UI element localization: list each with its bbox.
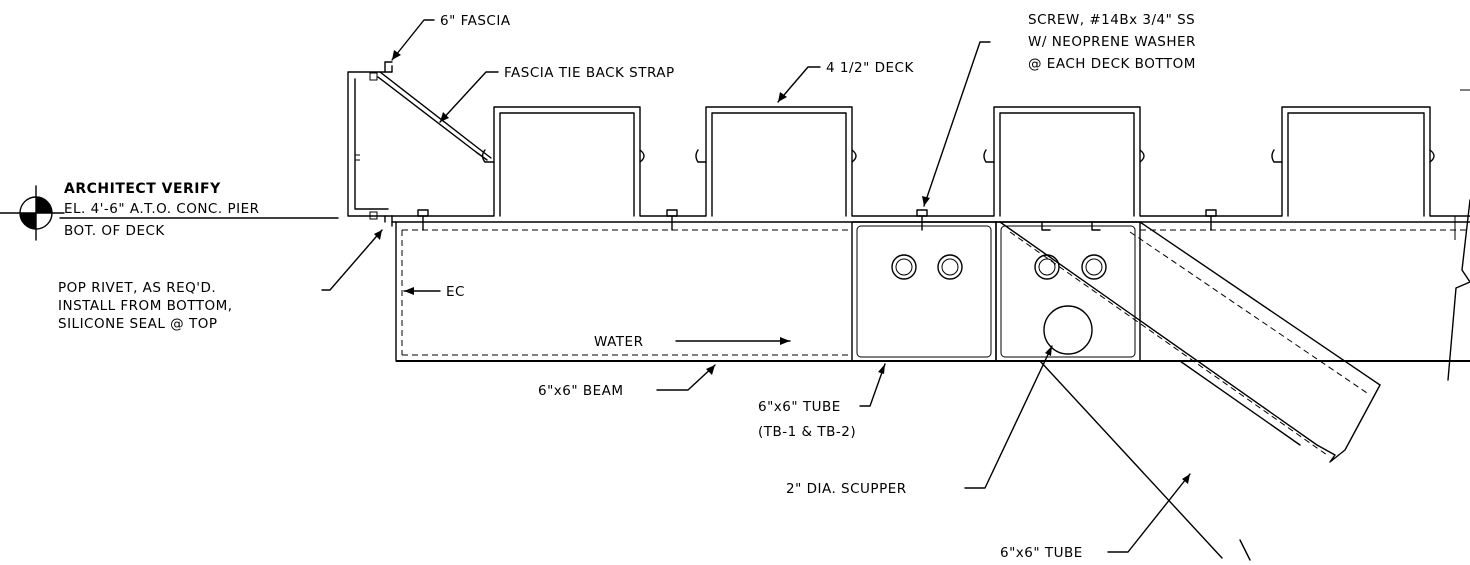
deck-screws: [417, 209, 1217, 231]
fascia-label: 6" FASCIA: [440, 13, 511, 29]
ec-label: EC: [446, 284, 465, 300]
architect-verify-label: ARCHITECT VERIFY: [64, 181, 221, 197]
diagonal-tube: [999, 221, 1381, 561]
beam-6x6: [395, 221, 1470, 362]
tube-tb1: [851, 221, 997, 362]
elevation-marker: [0, 185, 339, 241]
screw-label-line3: @ EACH DECK BOTTOM: [1028, 56, 1196, 72]
fascia-tie-back-strap: [379, 71, 492, 159]
fascia: [347, 61, 393, 227]
tube-tb2: [995, 221, 1141, 362]
screw-label-line1: SCREW, #14Bx 3/4" SS: [1028, 12, 1195, 28]
diagonal-tube-label: 6"x6" TUBE: [1000, 545, 1083, 561]
pop-rivet-label-line1: POP RIVET, AS REQ'D.: [58, 280, 216, 296]
pop-rivet-label-line2: INSTALL FROM BOTTOM,: [58, 298, 233, 314]
pop-rivet-label-line3: SILICONE SEAL @ TOP: [58, 316, 217, 332]
elevation-label: EL. 4'-6" A.T.O. CONC. PIER: [64, 201, 259, 217]
metal-deck: [391, 89, 1470, 240]
ec-leader: [403, 287, 441, 295]
leader-lines: [321, 19, 1191, 553]
deck-label: 4 1/2" DECK: [826, 60, 914, 76]
screw-label-line2: W/ NEOPRENE WASHER: [1028, 34, 1196, 50]
break-line: [1447, 199, 1470, 381]
scupper-hole: [1043, 305, 1093, 355]
tube-label-line2: (TB-1 & TB-2): [758, 424, 856, 440]
scupper-label: 2" DIA. SCUPPER: [786, 481, 907, 497]
bottom-of-deck-label: BOT. OF DECK: [64, 223, 165, 239]
water-label: WATER: [594, 334, 643, 350]
tube-label-line1: 6"x6" TUBE: [758, 399, 841, 415]
beam-label: 6"x6" BEAM: [538, 383, 624, 399]
tie-back-strap-label: FASCIA TIE BACK STRAP: [504, 65, 675, 81]
water-arrow: [675, 337, 791, 345]
